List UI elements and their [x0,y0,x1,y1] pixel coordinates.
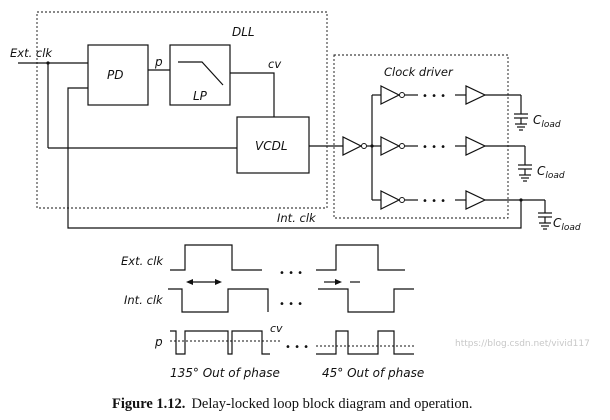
driver-input-buffer-icon [342,136,363,156]
timing-int-clk-wave-left [168,288,269,313]
pd-block [87,44,149,106]
timing-ext-clk-label: Ext. clk [121,254,164,268]
timing-cv-label: cv [270,322,283,335]
clock-driver-label: Clock driver [384,65,454,79]
timing-ext-clk-wave-left [170,244,262,271]
timing-ext-clk-arrow-left-b [215,279,222,285]
timing-p-wave-left [170,330,270,355]
dll-label: DLL [232,25,255,39]
row3-buffer-icon [465,190,487,210]
lp-block [169,44,231,106]
cv-wire [230,72,275,117]
timing-int-clk-dots: • • • [279,299,303,310]
timing-int-clk-wave-right [318,288,414,313]
lp-label: LP [193,89,208,103]
int-clk-feedback-label: Int. clk [277,211,317,225]
figure-caption: Figure 1.12.Delay-locked loop block diag… [112,396,472,412]
clock-driver-boundary [333,54,509,219]
row2-dots: • • • [422,142,446,153]
timing-phase-right-label: 45° Out of phase [322,366,424,380]
lp-filter-symbol-icon [178,61,224,86]
pd-label: PD [107,68,123,82]
row1-dots: • • • [422,91,446,102]
dll-boundary [36,11,328,209]
timing-phase-left-label: 135° Out of phase [170,366,280,380]
timing-p-dots: • • • [285,342,309,353]
row1-bubble-icon [399,92,405,98]
row2-buffer-icon [465,136,487,156]
c-load-2-label: Cload [537,164,565,181]
ext-clk-junction [46,61,50,65]
ext-clk-input-label: Ext. clk [10,46,53,60]
timing-int-clk-label: Int. clk [124,293,164,307]
vcdl-block [236,116,310,174]
timing-ext-clk-dots: • • • [279,268,303,279]
row2-inverter-icon [380,136,401,156]
row2-bubble-icon [399,143,405,149]
row1-buffer-icon [465,85,487,105]
row3-dots: • • • [422,196,446,207]
c-load-3-label: Cload [553,216,581,233]
cv-label: cv [268,57,281,71]
vcdl-label: VCDL [255,139,288,153]
p-signal-label: p [154,55,163,69]
timing-ext-clk-arrow-left-a [186,279,193,285]
row3-inverter-icon [380,190,401,210]
timing-p-label: p [154,335,163,349]
timing-ext-clk-arrow-right [335,279,342,285]
watermark: https://blog.csdn.net/vivid117 [455,339,590,349]
c-load-1-label: Cload [533,113,561,130]
row3-bubble-icon [399,197,405,203]
row1-inverter-icon [380,85,401,105]
int-clk-feedback-wire [67,87,522,229]
timing-ext-clk-wave-right [316,244,405,271]
driver-input-bubble-icon [361,143,367,149]
timing-p-wave-right [316,330,414,355]
